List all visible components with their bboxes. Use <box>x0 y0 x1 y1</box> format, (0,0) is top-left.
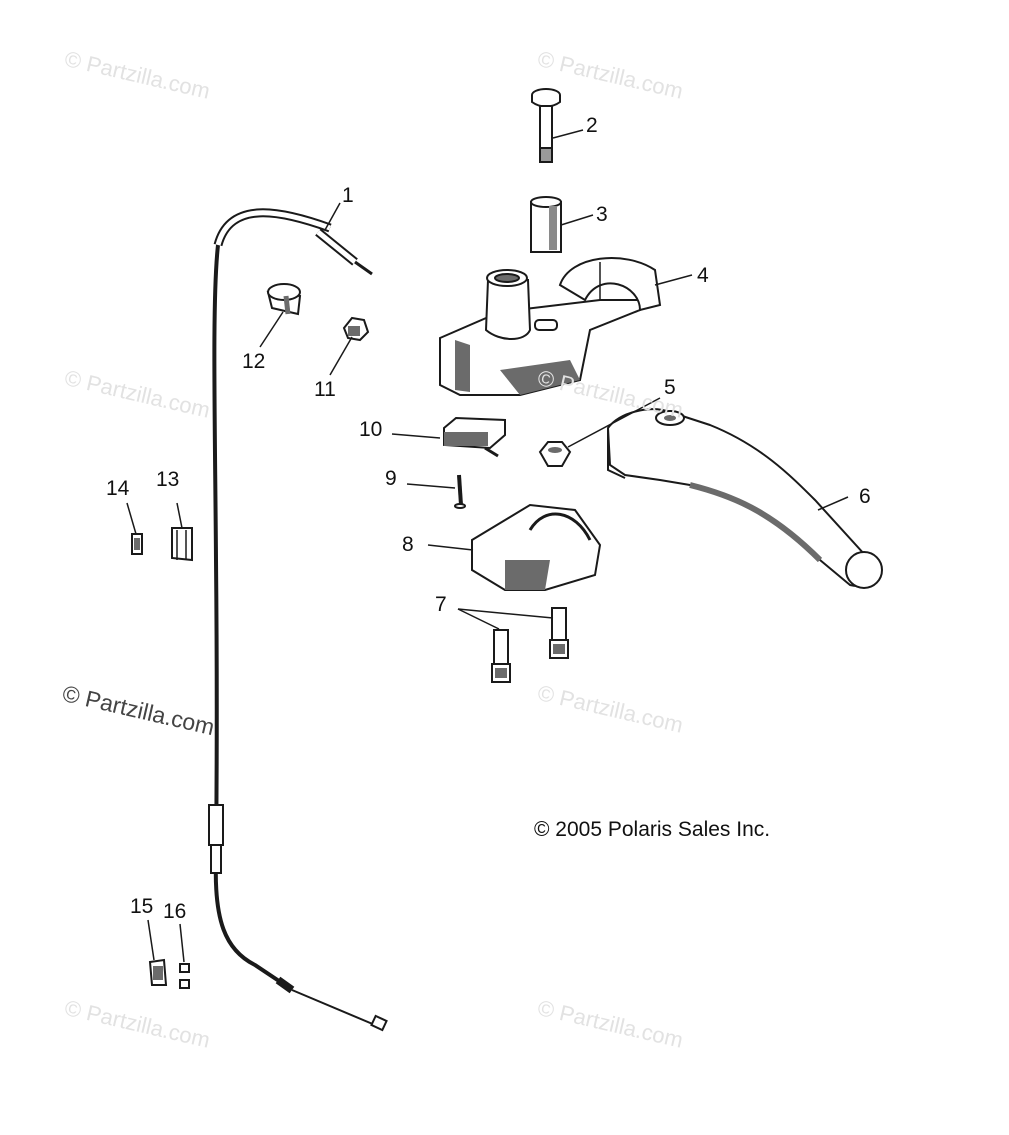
callout-15: 15 <box>130 895 154 918</box>
part-8-lower-clamp <box>471 503 602 591</box>
part-1-cable <box>208 208 388 1032</box>
part-16-screws <box>179 963 190 989</box>
callout-5: 5 <box>664 376 676 399</box>
callout-8: 8 <box>402 533 414 556</box>
part-11-nut <box>342 316 370 342</box>
part-3-bushing <box>530 196 562 253</box>
part-13-clip <box>171 527 193 562</box>
callout-12: 12 <box>242 350 266 373</box>
callout-9: 9 <box>385 467 397 490</box>
part-2-bolt <box>531 88 561 163</box>
part-6-lever <box>606 408 883 589</box>
part-5-nut <box>538 441 572 467</box>
callout-7: 7 <box>435 593 447 616</box>
callout-4: 4 <box>697 264 709 287</box>
callout-3: 3 <box>596 203 608 226</box>
leader-lines <box>126 129 849 963</box>
callout-13: 13 <box>156 468 180 491</box>
callout-6: 6 <box>859 485 871 508</box>
part-15-clip <box>148 958 168 986</box>
callout-1: 1 <box>342 184 354 207</box>
callout-11: 11 <box>314 378 336 401</box>
part-14-clip <box>131 533 143 555</box>
copyright-text: © 2005 Polaris Sales Inc. <box>534 818 771 841</box>
callout-14: 14 <box>106 477 130 500</box>
part-12-sleeve <box>266 283 302 316</box>
part-7-bolts <box>491 607 569 683</box>
part-9-pin <box>454 474 466 509</box>
part-10-switch <box>443 416 506 458</box>
callout-2: 2 <box>586 114 598 137</box>
callout-16: 16 <box>163 900 187 923</box>
part-4-clamp-housing <box>439 257 662 396</box>
callout-10: 10 <box>359 418 383 441</box>
